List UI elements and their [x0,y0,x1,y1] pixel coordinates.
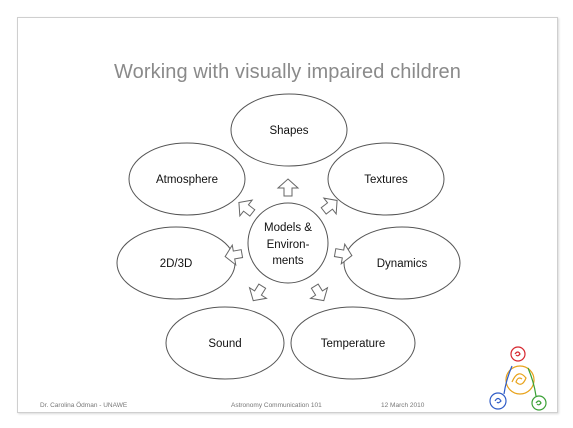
unawe-logo-icon [489,346,547,411]
node-textures: Textures [327,142,445,216]
arrow-to-temperature-icon [309,283,329,302]
arrow-to-2d3d-icon [224,243,244,267]
arrow-to-shapes-icon [276,178,300,197]
node-sound-label: Sound [208,338,241,350]
node-dynamics-label: Dynamics [377,258,428,270]
arrow-to-sound-icon [248,283,268,302]
center-line-2: Environ- [267,239,310,251]
slide: Working with visually impaired children … [17,17,558,413]
node-2d3d-label: 2D/3D [160,258,193,270]
center-line-3: ments [272,255,304,267]
slide-title: Working with visually impaired children [114,61,461,83]
footer-author: Dr. Carolina Ödman - UNAWE [40,402,128,409]
diagram: Shapes Textures Dynamics Temperature Sou… [116,93,547,411]
footer-course: Astronomy Communication 101 [231,402,322,409]
center-node: Models & Environ- ments [247,202,329,284]
node-2d3d: 2D/3D [116,226,236,300]
center-line-1: Models & [264,222,312,234]
node-shapes-label: Shapes [269,125,308,137]
node-shapes: Shapes [230,93,348,167]
node-dynamics: Dynamics [343,226,461,300]
node-temperature: Temperature [290,306,416,380]
node-atmosphere: Atmosphere [128,142,246,216]
arrow-to-textures-icon [320,197,338,216]
arrows [224,178,353,302]
arrow-to-dynamics-icon [333,242,353,266]
footer-date: 12 March 2010 [381,402,425,409]
arrow-to-atmosphere-icon [238,199,256,218]
node-sound: Sound [165,306,285,380]
node-atmosphere-label: Atmosphere [156,174,218,186]
node-temperature-label: Temperature [321,338,386,350]
node-textures-label: Textures [364,174,408,186]
